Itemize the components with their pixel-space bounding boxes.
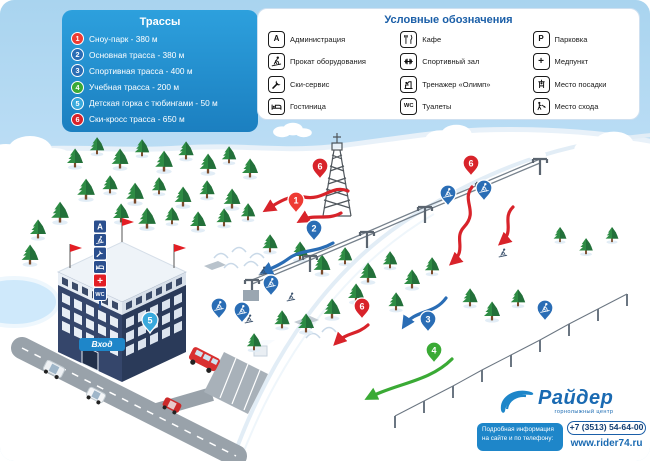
- trail-legend-item: 1 Сноу-парк - 380 м: [71, 32, 249, 45]
- svg-text:5: 5: [147, 316, 152, 326]
- trails-legend-title: Трассы: [139, 16, 181, 28]
- symbols-legend-title: Условные обозначения: [384, 14, 513, 26]
- ski-rental-icon: [268, 53, 285, 71]
- trail-6-arrow: [448, 185, 474, 266]
- trail-legend-item: 4 Учебная трасса - 200 м: [71, 80, 249, 94]
- svg-text:4: 4: [431, 346, 436, 356]
- building-wc-icon: WC: [95, 292, 104, 298]
- rope-tow: [394, 293, 628, 428]
- svg-text:6: 6: [317, 162, 322, 172]
- gym-icon: [400, 53, 418, 71]
- svg-text:3: 3: [425, 315, 430, 325]
- trail-number-badge: 2: [71, 48, 84, 62]
- trail-6-arrow: [333, 323, 370, 346]
- trail-label: Сноу-парк - 380 м: [89, 33, 158, 44]
- hotel-icon: [268, 98, 285, 116]
- legend-item-cafe: Кафе: [400, 28, 532, 51]
- car: [162, 397, 182, 415]
- legend-item-boarding: Место посадки: [532, 73, 629, 96]
- trail-legend-item: 6 Ски-кросс трасса - 650 м: [71, 112, 249, 126]
- legend-item-gym: Спортивный зал: [400, 51, 532, 74]
- svg-text:6: 6: [359, 302, 364, 312]
- trail-label: Учебная трасса - 200 м: [89, 82, 180, 93]
- skier-marker: [262, 274, 280, 298]
- administration-icon: A: [268, 30, 285, 48]
- building-services-stack: A + WC: [93, 219, 107, 308]
- trail-marker-4: 4: [425, 341, 443, 365]
- trail-label: Основная трасса - 380 м: [89, 49, 185, 60]
- trail-number-badge: 5: [71, 96, 84, 110]
- rider-logo-subtitle: горнолыжный центр: [554, 408, 614, 415]
- trail-marker-2: 2: [305, 219, 323, 243]
- legend-item-exit: Место схода: [532, 96, 629, 119]
- cafe-icon: [400, 30, 418, 48]
- boarding-icon: [532, 75, 550, 93]
- trail-marker-6: 6: [462, 154, 480, 178]
- trail-number-badge: 1: [71, 32, 84, 45]
- car: [42, 359, 66, 380]
- moguls: [213, 246, 337, 339]
- skier-marker: [536, 299, 554, 323]
- snow-field: [0, 127, 650, 461]
- parking-icon: P: [532, 30, 550, 48]
- roof-flags: [69, 218, 186, 268]
- ski-service-icon: [268, 75, 285, 93]
- trail-legend-item: 2 Основная трасса - 380 м: [71, 48, 249, 62]
- building-medical-icon: +: [97, 276, 103, 287]
- ski-lift: [243, 157, 549, 301]
- markers-layer: 1 2 6 6 6 3 4 5: [141, 154, 554, 365]
- car: [86, 386, 106, 405]
- skier-marker: [233, 301, 251, 325]
- trails-legend: Трассы 1 Сноу-парк - 380 м 2 Основная трас…: [62, 10, 258, 132]
- trail-label: Спортивная трасса - 400 м: [89, 65, 193, 76]
- vehicles: [42, 347, 220, 415]
- rider-logo-swoosh-icon: [500, 390, 534, 413]
- trail-number-badge: 4: [71, 80, 84, 94]
- trail-number-badge: 3: [71, 64, 84, 78]
- trail-4-arrow: [364, 357, 454, 400]
- legend-item-ski-rental: Прокат оборудования: [268, 51, 400, 74]
- trail-marker-3: 3: [419, 310, 437, 334]
- trail-label: Ски-кросс трасса - 650 м: [89, 114, 185, 125]
- trail-marker-5: 5: [141, 311, 159, 335]
- website-url: www.rider74.ru: [570, 438, 643, 449]
- skier-marker: [439, 184, 457, 208]
- trail-marker-1: 1: [287, 191, 305, 215]
- trainer-icon: [400, 75, 418, 93]
- wc-icon: WC: [400, 98, 418, 116]
- medical-icon: +: [532, 53, 550, 71]
- trail-legend-item: 3 Спортивная трасса - 400 м: [71, 64, 249, 78]
- trail-6-arrow: [497, 205, 515, 246]
- trail-1-arrow: [296, 210, 343, 223]
- bus: [188, 347, 220, 373]
- trail-marker-6: 6: [311, 157, 329, 181]
- trail-legend-item: 5 Детская горка с тюбингами - 50 м: [71, 96, 249, 110]
- svg-text:2: 2: [311, 224, 316, 234]
- building-administration-icon: A: [97, 223, 103, 232]
- legend-item-hotel: Гостиница: [268, 96, 400, 119]
- trail-number-badge: 6: [71, 112, 84, 126]
- legend-item-trainer: Тренажер «Олимп»: [400, 73, 532, 96]
- trail-marker-6: 6: [353, 297, 371, 321]
- rider-logo-text: Райдер: [538, 386, 614, 409]
- entrance-label: Вход: [79, 338, 125, 351]
- phone-number: +7 (3513) 54-64-00: [567, 421, 646, 435]
- exit-icon: [532, 98, 550, 116]
- svg-text:6: 6: [468, 159, 473, 169]
- legend-item-medical: +Медпункт: [532, 51, 629, 74]
- legend-item-ski-service: Ски-сервис: [268, 73, 400, 96]
- clouds: [0, 122, 650, 168]
- trail-2-arrow: [259, 241, 335, 275]
- skier-marker: [210, 297, 228, 321]
- rider-logo: Райдер горнолыжный центр: [498, 386, 613, 416]
- info-badge: Подробная информация на сайте и по телеф…: [477, 423, 563, 451]
- trail-label: Детская горка с тюбингами - 50 м: [89, 98, 218, 109]
- skier-marker: [475, 179, 493, 203]
- svg-text:1: 1: [293, 196, 298, 206]
